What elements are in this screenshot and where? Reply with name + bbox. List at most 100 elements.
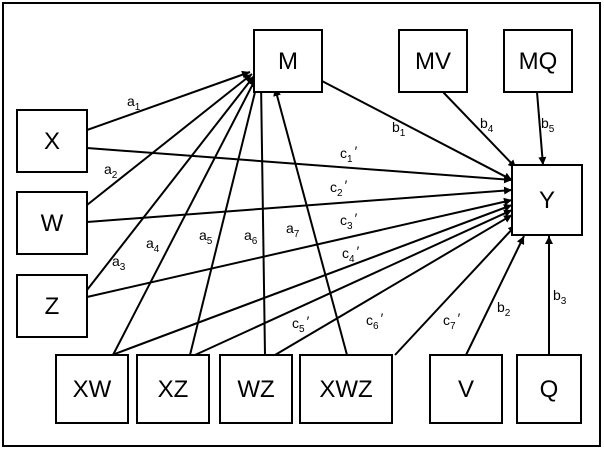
edge-label-c4: c4′	[342, 243, 360, 265]
edge-label-subscript: 1	[135, 102, 141, 113]
edge-wz-to-y	[274, 214, 513, 356]
node-box	[55, 354, 129, 424]
edge-label-letter: b	[541, 115, 549, 131]
node-x: X	[16, 109, 88, 173]
edge-label-a7: a7	[286, 220, 300, 240]
node-mq: MQ	[503, 29, 573, 93]
edge-label-prime: ′	[381, 310, 384, 326]
edge-label-letter: c	[340, 145, 347, 161]
edge-z-to-y	[86, 197, 513, 298]
edge-xw-to-y	[111, 204, 513, 356]
edge-label-letter: b	[497, 299, 505, 315]
edge-label-a6: a6	[244, 227, 258, 247]
edge-label-letter: a	[127, 93, 135, 109]
node-box	[516, 354, 582, 424]
edge-label-subscript: 7	[450, 321, 456, 332]
edge-label-a3: a3	[112, 253, 126, 273]
edge-label-letter: a	[112, 253, 120, 269]
node-label: M	[278, 48, 298, 75]
edge-label-c2: c2′	[330, 177, 348, 199]
node-box	[398, 29, 468, 93]
node-xwz: XWZ	[299, 354, 393, 424]
edge-label-letter: c	[342, 245, 349, 261]
edge-label-prime: ′	[307, 313, 310, 329]
edge-label-subscript: 6	[373, 321, 379, 332]
edge-xwz-to-y	[394, 224, 517, 356]
edge-label-prime: ′	[357, 243, 360, 259]
edge-label-c5: c5′	[292, 313, 310, 335]
node-box	[253, 29, 323, 93]
edge-xz-to-y	[194, 209, 513, 356]
node-mv: MV	[398, 29, 468, 93]
node-label: W	[41, 210, 64, 237]
edge-label-b5: b5	[541, 115, 555, 135]
node-z: Z	[16, 274, 88, 338]
edge-w-to-m	[86, 73, 253, 206]
edge-label-subscript: 2	[505, 308, 511, 319]
edge-label-letter: a	[199, 227, 207, 243]
node-box	[16, 274, 88, 338]
edge-label-subscript: 4	[154, 244, 160, 255]
edge-label-subscript: 7	[294, 229, 300, 240]
edge-label-prime: ′	[458, 310, 461, 326]
edge-label-prime: ′	[355, 143, 358, 159]
edge-label-a5: a5	[199, 227, 213, 247]
node-q: Q	[516, 354, 582, 424]
edge-x-to-m	[86, 70, 251, 131]
edge-label-subscript: 1	[400, 128, 406, 139]
edge-label-subscript: 3	[347, 221, 353, 232]
edge-label-c7: c7′	[443, 310, 461, 332]
node-m: M	[253, 29, 323, 93]
edge-m-to-y	[319, 79, 513, 181]
edge-x-to-y	[86, 147, 513, 184]
edge-label-letter: c	[443, 312, 450, 328]
node-label: MQ	[519, 48, 558, 75]
edge-label-b4: b4	[480, 115, 494, 135]
node-xz: XZ	[136, 354, 210, 424]
edge-mq-to-y	[536, 91, 547, 166]
edge-label-letter: a	[244, 227, 252, 243]
node-v: V	[429, 354, 503, 424]
edge-label-subscript: 1	[347, 154, 353, 165]
node-label: XWZ	[319, 376, 372, 403]
node-box	[511, 164, 583, 236]
edge-label-letter: a	[104, 161, 112, 177]
node-label: Z	[45, 293, 60, 320]
edge-label-b2: b2	[497, 299, 511, 319]
node-box	[136, 354, 210, 424]
edge-xwz-to-m	[273, 87, 348, 356]
node-box	[219, 354, 293, 424]
node-label: Y	[539, 187, 555, 214]
edge-label-subscript: 4	[349, 254, 355, 265]
edge-label-letter: c	[366, 312, 373, 328]
node-w: W	[16, 191, 88, 255]
edge-label-subscript: 3	[120, 262, 126, 273]
edge-label-a4: a4	[146, 235, 160, 255]
edge-xw-to-m	[112, 77, 257, 356]
edge-w-to-y	[86, 186, 513, 223]
node-wz: WZ	[219, 354, 293, 424]
node-label: XW	[73, 376, 112, 403]
edge-xz-to-m	[189, 79, 260, 356]
edge-v-to-y	[465, 235, 525, 356]
edge-z-to-m	[86, 75, 255, 291]
node-label: MV	[415, 48, 451, 75]
edge-label-prime: ′	[355, 210, 358, 226]
edge-label-subscript: 2	[337, 188, 343, 199]
node-label: XZ	[158, 376, 189, 403]
edge-label-subscript: 5	[207, 236, 213, 247]
edge-label-subscript: 4	[488, 124, 494, 135]
node-box	[16, 191, 88, 255]
edge-label-letter: c	[340, 212, 347, 228]
node-y: Y	[511, 164, 583, 236]
edge-label-subscript: 3	[561, 296, 567, 307]
edge-wz-to-m	[257, 81, 266, 356]
edge-label-prime: ′	[345, 177, 348, 193]
edge-label-subscript: 5	[549, 124, 555, 135]
edge-label-c1: c1′	[340, 143, 358, 165]
edge-label-b3: b3	[553, 287, 567, 307]
edge-label-a2: a2	[104, 161, 118, 181]
edge-label-letter: a	[146, 235, 154, 251]
edge-label-letter: b	[392, 119, 400, 135]
node-xw: XW	[55, 354, 129, 424]
